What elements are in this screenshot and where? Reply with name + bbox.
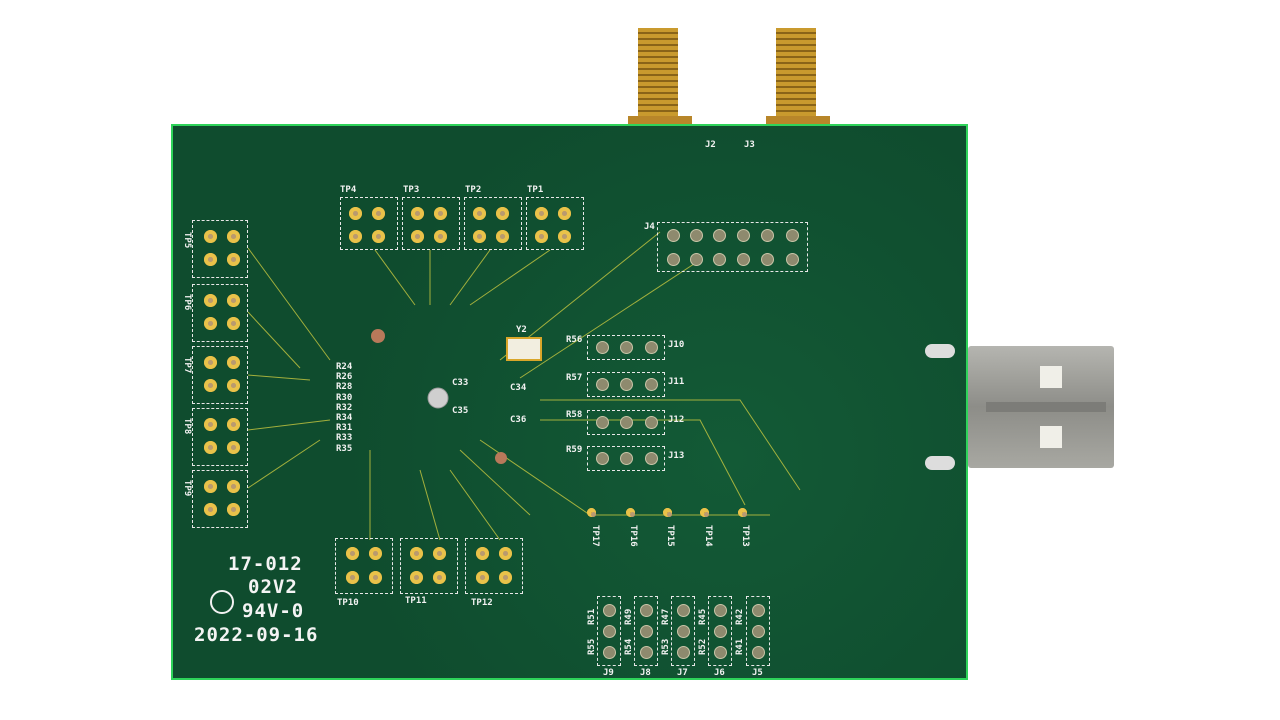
j9-label: J9 [603,668,614,678]
j8-jumper [634,596,658,666]
j2-label: J2 [705,140,716,150]
j10-label: J10 [668,340,685,350]
r42-label: R42 [735,608,745,625]
j4-label: J4 [644,222,655,232]
tp11-label: TP11 [405,596,427,606]
tp17-label: TP17 [590,525,600,547]
r52-label: R52 [698,638,708,655]
j13-label: J13 [668,451,685,461]
r54-label: R54 [624,638,634,655]
j3-label: J3 [744,140,755,150]
r33-label: R33 [336,433,353,444]
tp7-label: TP7 [182,357,192,374]
j13-jumper [587,446,665,471]
tp13-label: TP13 [740,525,750,547]
tp14-label: TP14 [703,525,713,547]
tp3-label: TP3 [403,185,420,195]
j11-jumper [587,372,665,397]
tp3-footprint [402,197,460,250]
tp10-footprint [335,538,393,594]
j7-jumper [671,596,695,666]
j7-label: J7 [677,668,688,678]
tp7-footprint [192,346,248,404]
r35-label: R35 [336,443,353,454]
tp12-label: TP12 [471,598,493,608]
j6-jumper [708,596,732,666]
j11-label: J11 [668,377,685,387]
j12-jumper [587,410,665,435]
j10-jumper [587,335,665,360]
r47-label: R47 [661,608,671,625]
tp1-label: TP1 [527,185,544,195]
board-revision: 02V2 [248,576,298,598]
j9-jumper [597,596,621,666]
usb-a-plug [968,346,1114,468]
r51-label: R51 [587,608,597,625]
r24-label: R24 [336,362,353,372]
r45-label: R45 [698,608,708,625]
tp1-footprint [526,197,584,250]
tc-logo [210,590,234,614]
resistor-labels-left: R24 R26 R28 R30 R32 R34 R31 R33 R35 [336,362,352,454]
tp5-label: TP5 [182,232,192,249]
board-date: 2022-09-16 [194,624,319,646]
tp6-footprint [192,284,248,342]
r58-label: R58 [566,410,583,420]
r57-label: R57 [566,373,583,383]
tp9-label: TP9 [182,480,192,497]
board-part-number: 17-012 [228,553,303,575]
r32-label: R32 [336,402,353,413]
tp16-label: TP16 [628,525,638,547]
r59-label: R59 [566,445,583,455]
r30-label: R30 [336,392,353,403]
y2-label: Y2 [516,325,527,335]
c34-label: C34 [510,383,527,393]
r41-label: R41 [735,638,745,655]
j5-label: J5 [752,668,763,678]
r53-label: R53 [661,638,671,655]
j6-label: J6 [714,668,725,678]
j5-jumper [746,596,770,666]
c36-label: C36 [510,415,527,425]
r49-label: R49 [624,608,634,625]
tp4-footprint [340,197,398,250]
tp5-footprint [192,220,248,278]
tp11-footprint [400,538,458,594]
flammability-rating: 94V-0 [242,600,305,622]
tp15-label: TP15 [665,525,675,547]
c33-label: C33 [452,378,469,388]
r31-label: R31 [336,423,353,434]
tp10-label: TP10 [337,598,359,608]
tp8-label: TP8 [182,418,192,435]
tp8-footprint [192,408,248,466]
tp2-footprint [464,197,522,250]
r26-label: R26 [336,372,353,383]
tp12-footprint [465,538,523,594]
tp6-label: TP6 [182,294,192,311]
c35-label: C35 [452,406,469,416]
r56-label: R56 [566,335,583,345]
tp4-label: TP4 [340,185,357,195]
tp2-label: TP2 [465,185,482,195]
j12-label: J12 [668,415,685,425]
r34-label: R34 [336,413,353,424]
tp9-footprint [192,470,248,528]
r28-label: R28 [336,382,353,393]
j4-header [657,222,808,272]
j8-label: J8 [640,668,651,678]
r55-label: R55 [587,638,597,655]
